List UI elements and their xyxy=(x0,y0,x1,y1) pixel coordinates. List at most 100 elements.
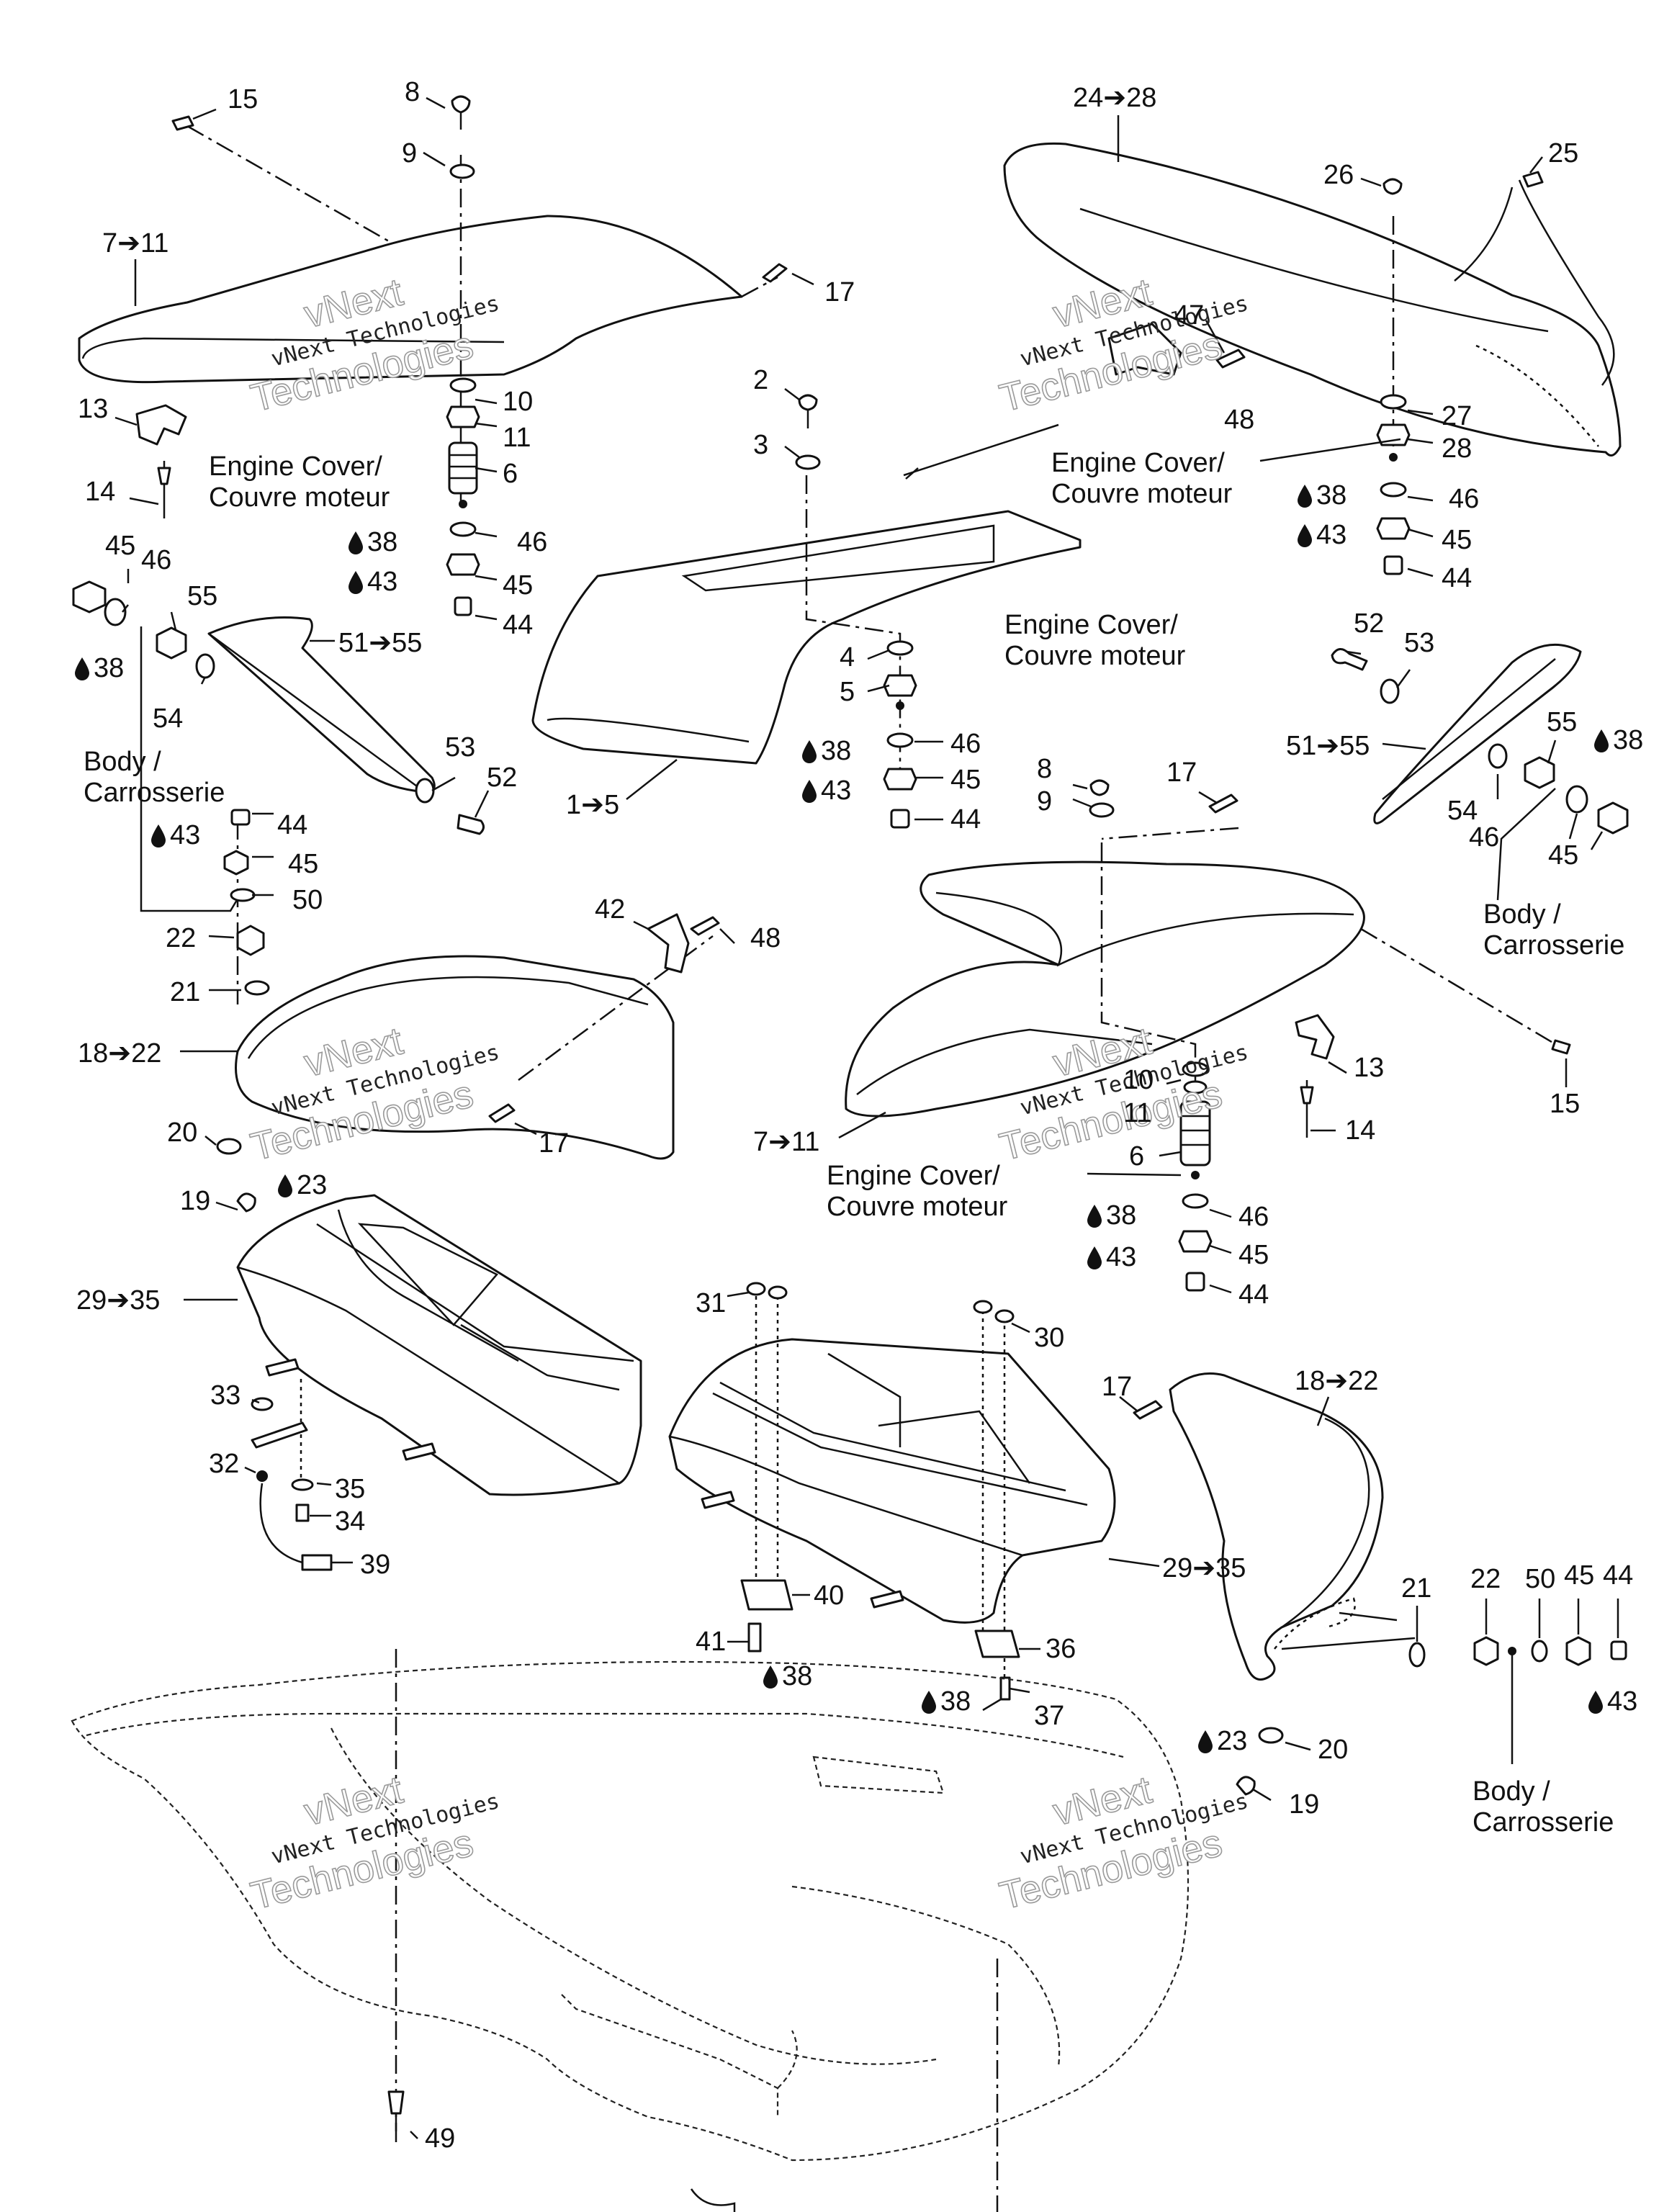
callout-38: 38 xyxy=(94,653,124,683)
bolt-19-a xyxy=(236,1192,256,1213)
svg-text:Carrosserie: Carrosserie xyxy=(1483,930,1624,961)
callout-51-55: 51➔55 xyxy=(338,628,422,658)
svg-text:Couvre moteur: Couvre moteur xyxy=(1051,479,1233,509)
drop-icon xyxy=(151,824,166,848)
clip-48-a xyxy=(690,916,720,936)
callout-45: 45 xyxy=(503,570,533,601)
svg-text:Body /: Body / xyxy=(1473,1776,1550,1807)
drop-icon xyxy=(1588,1691,1603,1714)
callout-42: 42 xyxy=(595,894,625,925)
callout-22: 22 xyxy=(166,923,196,953)
nut-55-b xyxy=(1524,756,1555,789)
callout-14: 14 xyxy=(1345,1115,1375,1146)
rivet-14-b xyxy=(1300,1080,1314,1138)
callout-21: 21 xyxy=(170,977,200,1007)
callout-41: 41 xyxy=(696,1627,726,1657)
hardware-33-32-35-34-39 xyxy=(251,1379,333,1571)
callout-24-28: 24➔28 xyxy=(1073,83,1156,113)
rivet-14-a xyxy=(157,461,171,518)
callout-31: 31 xyxy=(696,1288,726,1318)
callout-20: 20 xyxy=(167,1118,197,1148)
clip-17-a xyxy=(762,263,788,283)
drop-icon xyxy=(1087,1246,1102,1269)
hardware-31-30-40-41-36-37 xyxy=(740,1282,1020,1701)
nut-20-a xyxy=(216,1138,242,1155)
callout-14: 14 xyxy=(85,477,115,507)
drop-icon xyxy=(75,657,89,680)
svg-text:Engine Cover/: Engine Cover/ xyxy=(1051,448,1225,478)
callout-45: 45 xyxy=(1238,1240,1269,1270)
callout-11: 11 xyxy=(1123,1098,1151,1128)
callout-10: 10 xyxy=(503,387,533,417)
callout-15: 15 xyxy=(1550,1089,1580,1119)
callout-44: 44 xyxy=(277,810,307,840)
callout-6: 6 xyxy=(1129,1141,1144,1172)
watermark-6: vNext vNext Technologies Technologies xyxy=(995,1768,1251,1919)
note-engine-cover-2: Engine Cover/ Couvre moteur xyxy=(1004,610,1186,671)
seat-7-11-top-left xyxy=(78,125,778,504)
callout-35: 35 xyxy=(335,1474,365,1504)
clip-17-b xyxy=(488,1103,516,1123)
drop-icon xyxy=(349,531,363,554)
callout-48: 48 xyxy=(750,923,781,953)
callout-15: 15 xyxy=(228,84,258,114)
callout-38: 38 xyxy=(1613,725,1643,755)
callout-55: 55 xyxy=(1547,707,1577,737)
watermark-5: vNext vNext Technologies Technologies xyxy=(246,1768,502,1919)
callout-44: 44 xyxy=(503,610,533,640)
svg-text:Carrosserie: Carrosserie xyxy=(84,778,225,808)
callout-54: 54 xyxy=(153,703,183,734)
stack-10-11-6-b xyxy=(1178,1061,1213,1292)
rivet-49 xyxy=(387,2090,405,2142)
callout-43: 43 xyxy=(1106,1242,1136,1272)
stack-27-28-46-45-44-right xyxy=(1376,394,1411,575)
panel-18-22-right xyxy=(1169,1372,1416,1681)
callout-9: 9 xyxy=(402,138,417,168)
bracket-13-b xyxy=(1295,1014,1335,1060)
note-engine-cover-1: Engine Cover/ Couvre moteur xyxy=(209,451,390,513)
callout-8: 8 xyxy=(1037,754,1052,784)
callout-55: 55 xyxy=(187,581,217,611)
callout-52: 52 xyxy=(487,763,517,793)
callout-47: 47 xyxy=(1174,300,1204,331)
callout-44: 44 xyxy=(1238,1280,1269,1310)
callout-52: 52 xyxy=(1354,608,1384,639)
drop-icon xyxy=(349,571,363,594)
callout-26: 26 xyxy=(1323,160,1354,190)
bolt-19-b xyxy=(1236,1776,1256,1796)
bracket-47 xyxy=(1107,323,1182,376)
callout-7-11: 7➔11 xyxy=(102,228,168,258)
callout-10: 10 xyxy=(1123,1065,1154,1095)
washer-53-a xyxy=(415,778,435,804)
callout-23: 23 xyxy=(1217,1726,1247,1756)
callout-36: 36 xyxy=(1046,1634,1076,1664)
callout-33: 33 xyxy=(210,1380,240,1411)
bolt-15-a xyxy=(171,115,194,131)
callout-38: 38 xyxy=(940,1686,971,1717)
washer-46-e xyxy=(1565,785,1588,814)
grab-handle-51-55-right xyxy=(1373,643,1582,824)
bracket-13-a xyxy=(135,404,187,446)
callout-45: 45 xyxy=(950,765,981,795)
callout-17: 17 xyxy=(1102,1372,1132,1402)
callout-28: 28 xyxy=(1442,433,1472,464)
callout-46: 46 xyxy=(1469,822,1499,853)
note-engine-cover-3: Engine Cover/ Couvre moteur xyxy=(1051,448,1233,509)
callout-11: 11 xyxy=(503,423,531,453)
callout-17: 17 xyxy=(1166,757,1197,788)
svg-text:Engine Cover/: Engine Cover/ xyxy=(827,1161,1000,1191)
callout-19: 19 xyxy=(1289,1789,1319,1820)
callout-18-22: 18➔22 xyxy=(1295,1366,1378,1396)
nut-45-f xyxy=(1597,801,1629,835)
callout-labels: 15 8 9 7➔11 17 13 14 10 11 6 38 46 43 45… xyxy=(76,77,1643,2154)
callout-19: 19 xyxy=(180,1186,210,1216)
note-body-3: Body / Carrosserie xyxy=(1473,1776,1614,1838)
drop-icon xyxy=(802,780,817,803)
callout-45: 45 xyxy=(288,849,318,879)
callout-38: 38 xyxy=(782,1661,812,1691)
callout-5: 5 xyxy=(840,677,855,707)
clip-17-c xyxy=(1208,793,1238,814)
washer-9-b xyxy=(1089,802,1115,818)
bracket-42 xyxy=(647,913,690,974)
callout-40: 40 xyxy=(814,1581,844,1611)
